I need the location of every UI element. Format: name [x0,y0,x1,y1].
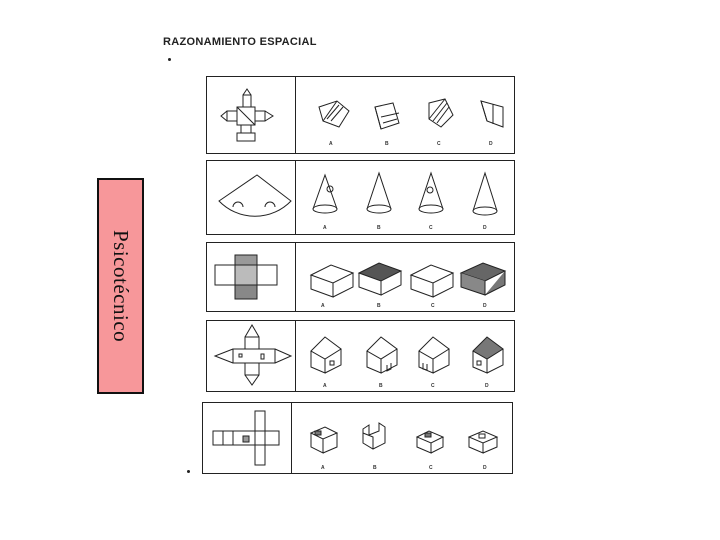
net-panel [207,243,296,311]
option-letter: C [429,465,433,471]
option-letter: D [483,465,487,471]
option-c-block [415,430,445,454]
house-net-figure [213,324,293,386]
option-letter: C [429,225,433,231]
option-letter: B [385,141,389,147]
row-2-figures [218,171,498,217]
option-c-box [409,264,455,298]
option-letter: A [329,141,333,147]
box-net-figure [214,254,278,300]
option-c-cone [418,171,444,214]
exercise-row-3: A B C D [206,242,515,312]
row-5-figures [212,410,499,466]
option-letter: A [321,465,325,471]
option-b-house [366,336,398,374]
side-label-text: Psicotécnico [109,229,133,343]
option-d-box [459,262,507,296]
option-letter: B [373,465,377,471]
bullet-top [168,58,171,61]
net-panel [203,403,292,473]
option-letter: C [431,383,435,389]
net-panel [207,161,296,234]
option-letter: D [483,303,487,309]
option-letter: C [437,141,441,147]
option-letter: B [379,383,383,389]
cube-net-figure [220,88,274,142]
option-a-box [309,264,355,298]
option-letter: A [323,383,327,389]
option-letter: D [489,141,493,147]
exercise-row-5: A B C D [202,402,513,474]
option-letter: B [377,303,381,309]
option-d-cone [472,171,498,216]
option-letter: B [377,225,381,231]
option-d-block [467,430,499,454]
option-a-cone [312,173,338,214]
option-c-house [418,336,450,374]
side-label-box: Psicotécnico [97,178,144,394]
option-a-block [309,426,339,454]
row-3-figures [214,254,507,300]
sheet-title: RAZONAMIENTO ESPACIAL [163,36,317,48]
option-letter: A [321,303,325,309]
row-4-figures [213,324,504,386]
option-d-figure [480,100,504,128]
exercise-row-2: A B C D [206,160,515,235]
net-panel [207,321,296,391]
option-letter: D [485,383,489,389]
option-b-cone [366,171,392,214]
option-letter: A [323,225,327,231]
row-1-figures [220,88,504,142]
option-a-figure [318,100,350,128]
option-a-house [310,336,342,374]
cone-net-figure [218,174,292,217]
block-net-figure [212,410,280,466]
option-d-house [472,336,504,374]
option-b-block [362,422,386,450]
net-panel [207,77,296,153]
exercise-row-4: A B C D [206,320,515,392]
option-b-figure [374,102,400,130]
option-letter: D [483,225,487,231]
option-letter: C [431,303,435,309]
option-b-box [357,262,403,296]
exercise-row-1: A B C D [206,76,515,154]
bullet-bottom [187,470,190,473]
option-c-figure [428,98,454,128]
